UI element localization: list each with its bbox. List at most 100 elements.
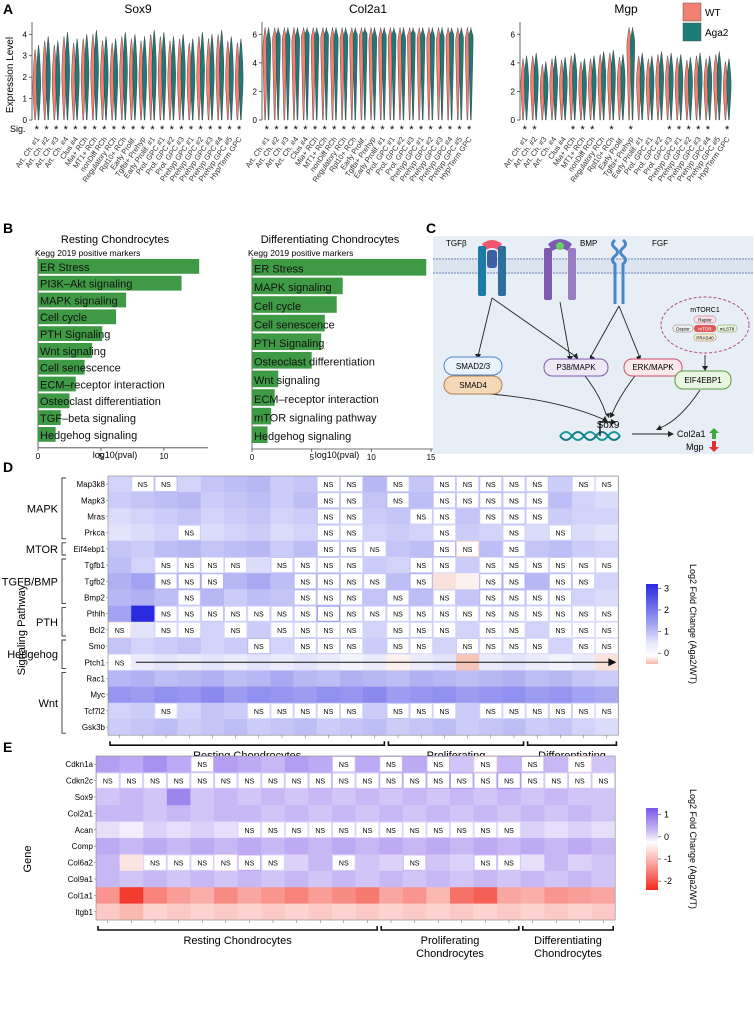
ns-label: NS	[245, 828, 255, 835]
bar-label: Cell senescence	[254, 319, 335, 331]
group-bracket	[97, 926, 378, 931]
violin-aga2	[199, 32, 205, 121]
legend-wt-swatch	[682, 2, 702, 22]
heat-cell	[450, 788, 474, 806]
heat-cell	[154, 686, 178, 704]
heat-cell	[108, 540, 132, 558]
ns-label: NS	[440, 498, 450, 505]
heat-cell	[426, 805, 451, 822]
row-label: Tcf7l2	[84, 707, 105, 716]
ns-cell	[569, 757, 591, 772]
ns-label: NS	[393, 482, 403, 489]
ns-label: NS	[339, 828, 349, 835]
ns-cell	[271, 558, 293, 573]
heat-cell	[544, 821, 569, 839]
ns-cell	[526, 639, 548, 654]
violin-aga2	[304, 27, 310, 121]
heat-cell	[224, 492, 248, 509]
heat-cell	[450, 903, 474, 921]
ns-cell	[498, 822, 520, 837]
heat-cell	[363, 719, 387, 736]
sig-star: *	[571, 124, 576, 136]
b-resting-xlabel: log10(pval)	[93, 450, 138, 460]
ns-cell	[167, 855, 190, 870]
ns-cell	[109, 622, 131, 637]
ns-cell	[410, 703, 432, 718]
heat-cell	[402, 903, 427, 921]
heat-cell	[284, 903, 309, 921]
row-label: Prkca	[85, 529, 106, 538]
ns-cell	[433, 558, 455, 573]
pathway-group-label: PTH	[36, 617, 58, 629]
ns-label: NS	[416, 563, 426, 570]
ns-label: NS	[347, 498, 357, 505]
heat-cell	[237, 903, 262, 921]
ns-cell	[225, 558, 247, 573]
heat-cell	[247, 573, 271, 590]
ns-label: NS	[440, 628, 450, 635]
ns-label: NS	[416, 644, 426, 651]
ns-cell	[480, 558, 502, 573]
heat-cell	[520, 838, 545, 855]
ns-cell	[451, 773, 473, 788]
ns-cell	[317, 703, 339, 718]
bar-label: Cell cycle	[254, 301, 301, 313]
legend-tick-label: -2	[664, 876, 672, 886]
row-label: Cdkn2c	[66, 777, 93, 786]
violin-aga2	[103, 36, 109, 121]
ns-label: NS	[486, 515, 496, 522]
ns-cell	[238, 822, 261, 837]
heat-cell	[520, 887, 545, 904]
violin-aga2	[659, 51, 664, 121]
violin-aga2	[543, 61, 549, 121]
heat-cell	[166, 788, 191, 806]
heat-cell	[108, 670, 132, 687]
heat-cell	[224, 719, 248, 736]
heat-cell	[497, 838, 522, 855]
ns-label: NS	[347, 709, 357, 716]
heat-cell	[544, 756, 569, 773]
sig-star: *	[677, 124, 682, 136]
heat-cell	[308, 805, 333, 822]
violin-aga2	[716, 51, 722, 121]
ns-label: NS	[324, 579, 334, 586]
heat-cell	[332, 903, 356, 921]
heat-cell	[502, 719, 526, 736]
heat-cell	[166, 870, 191, 888]
ns-label: NS	[161, 579, 171, 586]
heat-cell	[224, 540, 248, 558]
heat-cell	[402, 788, 427, 806]
heat-cell	[386, 508, 410, 525]
heat-cell	[520, 854, 545, 872]
ns-cell	[364, 541, 386, 556]
heat-cell	[432, 686, 457, 704]
violin-aga2	[439, 27, 445, 121]
ns-cell	[201, 606, 223, 621]
heat-cell	[108, 589, 132, 606]
ns-label: NS	[347, 612, 357, 619]
violin-aga2	[707, 55, 713, 121]
heat-cell	[595, 540, 619, 558]
legend-title: Log2 Fold Change (Aga2/WT)	[688, 564, 698, 684]
heat-cell	[247, 524, 271, 542]
ns-label: NS	[347, 644, 357, 651]
b-resting-subtitle: Kegg 2019 positive markers	[35, 248, 140, 258]
ns-label: NS	[254, 709, 264, 716]
ns-cell	[549, 590, 571, 605]
ns-label: NS	[184, 628, 194, 635]
heat-cell	[96, 788, 120, 806]
dna-helix-icon	[559, 431, 621, 441]
heat-cell	[96, 756, 120, 773]
c-arrows	[477, 297, 706, 435]
ns-cell	[144, 773, 166, 788]
ns-cell	[387, 606, 409, 621]
heat-cell	[224, 638, 248, 655]
heat-cell	[544, 870, 569, 888]
smad4-node	[443, 375, 503, 395]
heat-cell	[166, 821, 191, 839]
heat-cell	[143, 788, 168, 806]
heat-cell	[131, 702, 155, 720]
ns-label: NS	[277, 563, 287, 570]
heat-cell	[131, 638, 155, 655]
